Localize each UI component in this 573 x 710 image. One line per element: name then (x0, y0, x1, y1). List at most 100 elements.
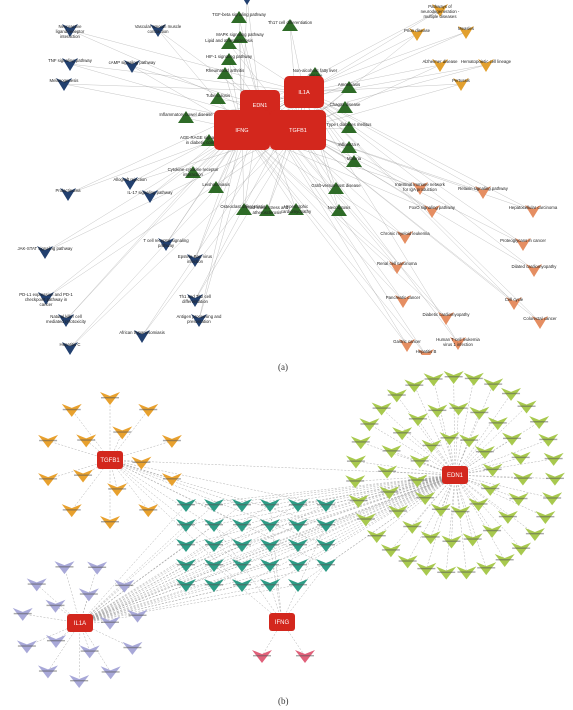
target-node (501, 387, 522, 401)
v-marker (112, 426, 133, 440)
triangle-marker (231, 11, 247, 23)
v-marker (427, 404, 448, 418)
node-label-placeholder (79, 593, 98, 595)
pathway-node: TGF-beta signaling pathway (212, 11, 267, 23)
v-marker (415, 492, 436, 506)
v-marker (544, 472, 565, 486)
pathway-node: JAK-STAT signaling pathway (18, 246, 73, 259)
hub-label: EDN1 (447, 473, 464, 479)
target-node (260, 499, 280, 512)
edge (69, 129, 299, 349)
edge (241, 474, 456, 586)
v-marker (402, 520, 423, 534)
edge (79, 524, 187, 624)
v-marker (524, 527, 545, 541)
node-label-placeholder (233, 504, 251, 506)
target-node (176, 559, 196, 572)
v-marker (73, 469, 94, 483)
v-marker (412, 182, 428, 195)
v-marker (409, 28, 425, 41)
v-marker (288, 579, 308, 592)
edge (79, 544, 215, 624)
hub-box (284, 76, 324, 108)
edge (45, 129, 299, 299)
v-marker (37, 246, 53, 259)
v-marker (494, 554, 515, 568)
pathway-label: Type I diabetes mellitus (327, 122, 372, 127)
pathway-node: Melanogenesis (50, 78, 78, 91)
edge (79, 564, 187, 624)
v-marker (69, 674, 90, 688)
v-marker (316, 519, 336, 532)
triangle-marker (341, 81, 357, 93)
v-marker (480, 482, 501, 496)
edge (426, 474, 456, 569)
node-label-placeholder (115, 584, 134, 587)
node-label-placeholder (17, 645, 36, 647)
edge (281, 564, 327, 623)
node-label-placeholder (545, 477, 564, 480)
node-label-placeholder (296, 655, 314, 657)
target-node (456, 566, 477, 580)
pathway-label: cAMP signaling pathway (109, 60, 157, 65)
edge (79, 544, 271, 624)
v-marker (438, 312, 454, 325)
target-node (508, 492, 529, 506)
edge (261, 621, 283, 657)
triangle-marker (259, 204, 275, 216)
pathway-label: Prion disease (404, 28, 431, 33)
node-label-placeholder (483, 529, 502, 532)
v-marker (58, 314, 74, 327)
edge (79, 564, 215, 624)
v-marker (459, 434, 480, 448)
hub-box (67, 614, 93, 632)
hub-box (270, 110, 326, 150)
node-label-placeholder (101, 397, 119, 399)
v-marker (78, 588, 99, 602)
pathway-node: Pertussis (452, 78, 470, 91)
edge (241, 129, 408, 346)
pathway-node: Pancreatic cancer (386, 295, 421, 308)
edge (303, 83, 462, 93)
target-node (407, 474, 428, 488)
node-label-placeholder (289, 584, 307, 586)
pathway-label: Influenza A (338, 142, 359, 147)
edge (303, 91, 484, 193)
node-label-placeholder (410, 460, 429, 462)
node-label-placeholder (381, 549, 400, 551)
target-node (176, 539, 196, 552)
target-node (387, 505, 408, 519)
node-label-placeholder (132, 461, 151, 463)
v-marker (176, 499, 196, 512)
hub-label: TGFB1 (100, 458, 120, 464)
v-marker (204, 539, 224, 552)
target-node (459, 434, 480, 448)
edge (47, 622, 81, 672)
edge (449, 438, 456, 476)
target-node (112, 426, 133, 440)
edge (297, 129, 515, 304)
target-node (529, 416, 550, 430)
v-marker (100, 392, 120, 405)
target-node (427, 404, 448, 418)
v-marker (288, 519, 308, 532)
hub-label: IL1A (298, 90, 310, 96)
pathway-label: Prolactinoma (55, 188, 81, 193)
pathway-label: Tuberculosis (206, 93, 230, 98)
target-node (316, 499, 336, 512)
pathway-node: Alzheimer disease (422, 59, 458, 72)
v-marker (399, 339, 415, 352)
target-node (516, 400, 537, 414)
target-node (127, 609, 148, 623)
triangle-marker (341, 121, 357, 133)
node-label-placeholder (517, 405, 536, 407)
node-label-placeholder (261, 524, 279, 526)
target-node (114, 579, 135, 593)
pathway-label: Inflammatory bowel disease (159, 112, 213, 117)
v-marker (423, 373, 444, 387)
edge (369, 424, 456, 476)
